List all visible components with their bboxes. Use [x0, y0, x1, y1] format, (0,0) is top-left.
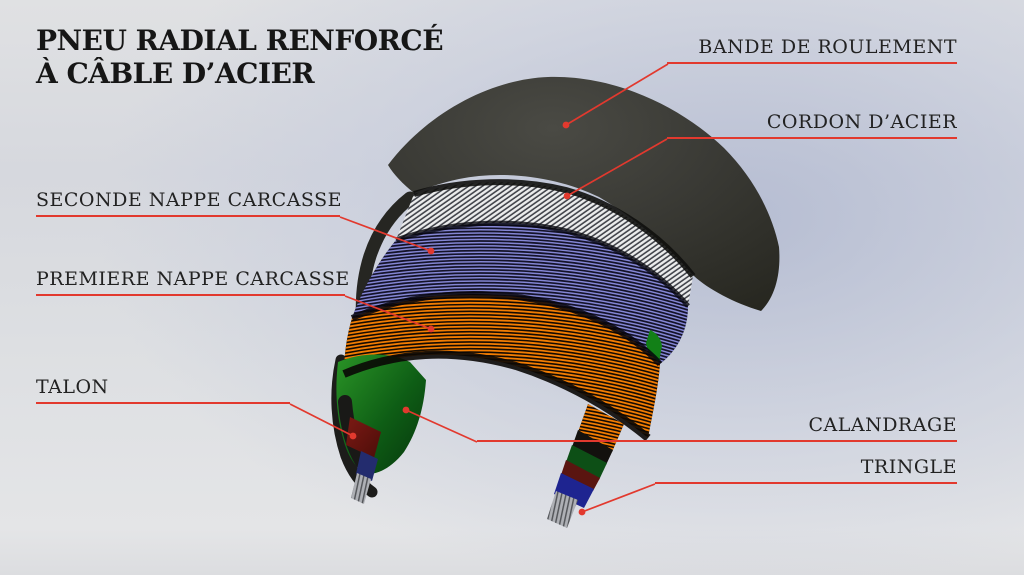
- bead-talon: [346, 417, 381, 458]
- title-line-1: PNEU RADIAL RENFORCÉ: [36, 24, 444, 57]
- title-line-2: À CÂBLE D’ACIER: [36, 57, 315, 91]
- callout-bande-de-roulement: BANDE DE ROULEMENT: [667, 36, 957, 64]
- leader-tringle: [581, 483, 656, 513]
- dot-second-carcass: [427, 247, 435, 255]
- leader-cordon-acier: [566, 138, 668, 197]
- callout-anchor-dots: [349, 121, 586, 516]
- callout-tringle: TRINGLE: [655, 456, 957, 484]
- callout-talon: TALON: [36, 376, 290, 404]
- leader-premiere-nappe: [344, 295, 432, 330]
- blue-underlip-shadow: [350, 291, 663, 367]
- tread-layer: [388, 76, 780, 311]
- callout-seconde-nappe: SECONDE NAPPE CARCASSE: [36, 189, 341, 217]
- tringle-steel-cables: [351, 473, 371, 504]
- callout-cordon-acier: CORDON D’ACIER: [667, 111, 957, 139]
- calandrage-sliver-right: [646, 330, 662, 362]
- leg-right-dark: [572, 430, 613, 465]
- first-carcass-layer: [344, 294, 660, 438]
- callout-premiere-nappe: PREMIERE NAPPE CARCASSE: [36, 268, 349, 296]
- leg-right-blue: [554, 473, 594, 508]
- second-carcass-layer: [352, 223, 688, 364]
- leg-right-maroon: [561, 460, 600, 491]
- bead-chafer-blue-left: [356, 451, 378, 481]
- dot-steel-cord: [563, 192, 571, 200]
- cord-underlip-shadow: [395, 220, 690, 308]
- leader-bande-de-roulement: [565, 63, 669, 126]
- callout-calandrage: CALANDRAGE: [477, 414, 957, 442]
- orange-underlip-shadow: [342, 350, 651, 442]
- page-title: PNEU RADIAL RENFORCÉ À CÂBLE D’ACIER: [36, 24, 444, 91]
- leader-talon: [289, 403, 354, 437]
- dot-talon: [349, 432, 357, 440]
- tringle-steel-cables-right: [547, 491, 578, 528]
- dot-tringle: [578, 508, 586, 516]
- dot-tread: [562, 121, 570, 129]
- dot-first-carcass: [427, 325, 435, 333]
- leg-right-green: [566, 445, 607, 480]
- tread-underlip-shadow: [413, 179, 696, 278]
- leader-seconde-nappe: [339, 216, 432, 252]
- leader-calandrage: [405, 409, 478, 443]
- dot-calandrage: [402, 406, 410, 414]
- callout-leader-lines: [289, 63, 669, 513]
